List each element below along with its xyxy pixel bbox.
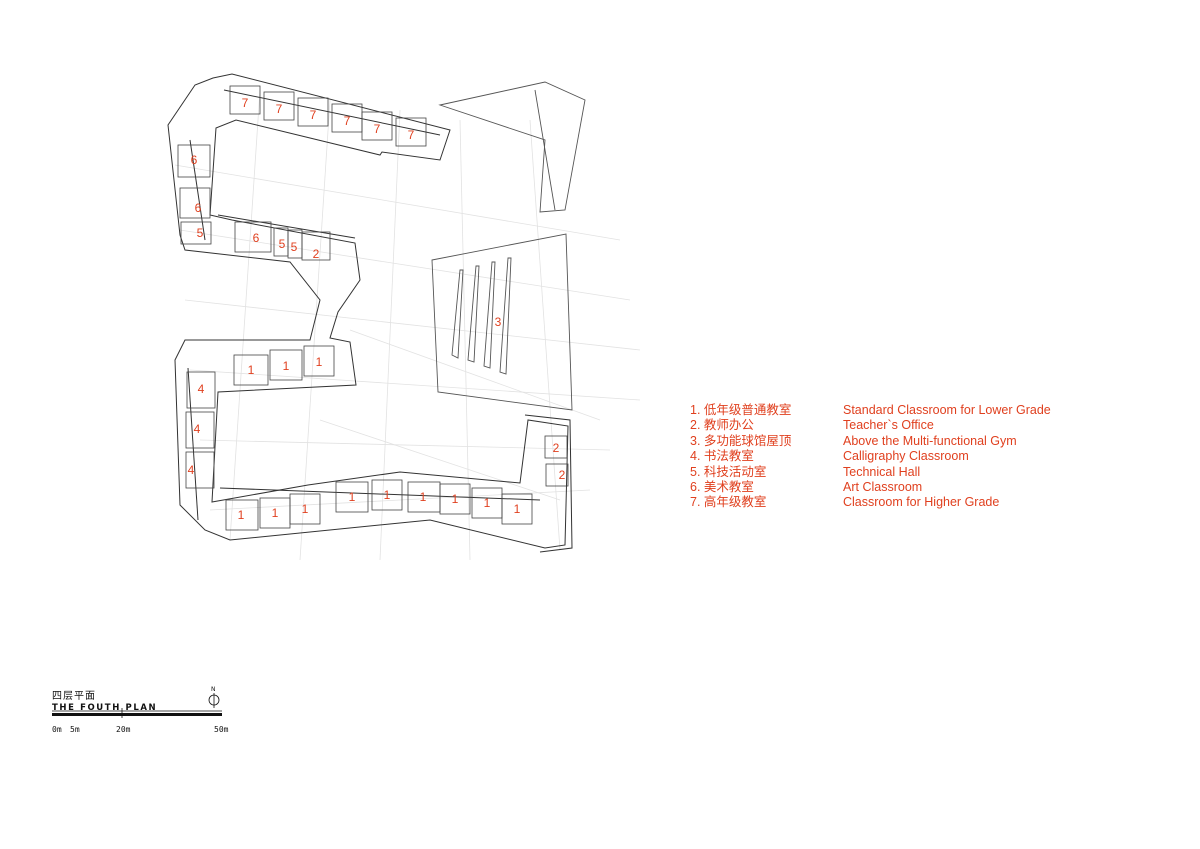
legend-cn: 2. 教师办公 bbox=[690, 418, 754, 433]
room-label-2: 2 bbox=[313, 247, 320, 261]
classroom-boxes bbox=[177, 85, 569, 531]
legend-item: 1. 低年级普通教室 Standard Classroom for Lower G… bbox=[690, 403, 1051, 418]
room-label-7: 7 bbox=[310, 108, 317, 122]
room-label-1: 1 bbox=[484, 496, 491, 510]
legend-en: Art Classroom bbox=[843, 480, 923, 495]
legend-en: Classroom for Higher Grade bbox=[843, 495, 1000, 510]
legend-en: Above the Multi-functional Gym bbox=[843, 433, 1017, 448]
legend-en: Technical Hall bbox=[843, 464, 921, 479]
room-label-5: 5 bbox=[279, 237, 286, 251]
legend-item: 3. 多功能球馆屋顶 Above the Multi-functional Gym bbox=[690, 434, 1051, 449]
room-label-1: 1 bbox=[384, 488, 391, 502]
site-grid bbox=[174, 89, 641, 561]
room-label-5: 5 bbox=[197, 226, 204, 240]
room-label-1: 1 bbox=[283, 359, 290, 373]
room-label-1: 1 bbox=[349, 490, 356, 504]
gym-roof bbox=[431, 81, 586, 411]
legend-item: 7. 高年级教室 Classroom for Higher Grade bbox=[690, 495, 1051, 510]
room-label-7: 7 bbox=[374, 122, 381, 136]
plan-title: 四层平面 THE FOUTH PLAN bbox=[52, 687, 157, 713]
scale-bar bbox=[52, 708, 222, 718]
room-label-6: 6 bbox=[253, 231, 260, 245]
room-label-1: 1 bbox=[452, 492, 459, 506]
legend-item: 5. 科技活动室 Technical Hall bbox=[690, 465, 1051, 480]
room-label-4: 4 bbox=[188, 463, 195, 477]
legend-item: 2. 教师办公 Teacher`s Office bbox=[690, 418, 1051, 433]
room-label-4: 4 bbox=[194, 422, 201, 436]
room-label-1: 1 bbox=[316, 355, 323, 369]
legend-item: 6. 美术教室 Art Classroom bbox=[690, 480, 1051, 495]
legend-cn: 7. 高年级教室 bbox=[690, 495, 767, 510]
legend-cn: 4. 书法教室 bbox=[690, 449, 754, 464]
legend-cn: 1. 低年级普通教室 bbox=[690, 403, 792, 417]
room-label-1: 1 bbox=[420, 490, 427, 504]
room-label-2: 2 bbox=[559, 468, 566, 482]
scale-label-5: 5m bbox=[70, 725, 80, 734]
legend-en: Calligraphy Classroom bbox=[843, 449, 969, 464]
room-label-1: 1 bbox=[514, 502, 521, 516]
legend-cn: 3. 多功能球馆屋顶 bbox=[690, 433, 792, 448]
north-label: N bbox=[211, 686, 216, 693]
legend-en: Standard Classroom for Lower Grade bbox=[843, 403, 1051, 417]
room-label-6: 6 bbox=[191, 153, 198, 167]
plan-title-en: THE FOUTH PLAN bbox=[52, 703, 158, 713]
legend-en: Teacher`s Office bbox=[843, 418, 934, 433]
scale-label-0: 0m bbox=[52, 725, 62, 734]
room-label-1: 1 bbox=[272, 506, 279, 520]
scale-label-50: 50m bbox=[214, 725, 229, 734]
room-label-7: 7 bbox=[276, 102, 283, 116]
legend-item: 4. 书法教室 Calligraphy Classroom bbox=[690, 449, 1051, 464]
room-label-2: 2 bbox=[553, 441, 560, 455]
legend-cn: 6. 美术教室 bbox=[690, 480, 754, 495]
plan-title-cn: 四层平面 bbox=[52, 691, 96, 702]
legend: 1. 低年级普通教室 Standard Classroom for Lower G… bbox=[690, 403, 1051, 511]
room-label-4: 4 bbox=[198, 382, 205, 396]
north-arrow-icon: N bbox=[208, 686, 220, 708]
room-label-1: 1 bbox=[302, 502, 309, 516]
room-label-1: 1 bbox=[248, 363, 255, 377]
room-label-1: 1 bbox=[238, 508, 245, 522]
legend-cn: 5. 科技活动室 bbox=[690, 464, 767, 479]
room-label-7: 7 bbox=[408, 128, 415, 142]
room-label-7: 7 bbox=[242, 96, 249, 110]
room-label-5: 5 bbox=[291, 240, 298, 254]
building-outline bbox=[167, 73, 573, 553]
scale-label-20: 20m bbox=[116, 725, 131, 734]
room-label-6: 6 bbox=[195, 201, 202, 215]
room-label-3: 3 bbox=[495, 315, 502, 329]
room-label-7: 7 bbox=[344, 114, 351, 128]
